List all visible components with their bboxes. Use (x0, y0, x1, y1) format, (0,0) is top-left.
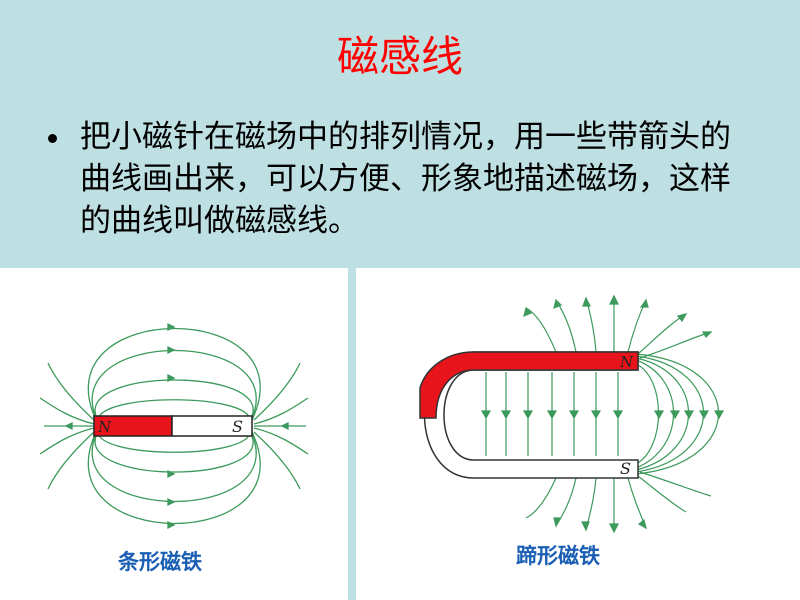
field-lines (39, 322, 309, 530)
bar-magnet-pole-s: S (232, 417, 243, 436)
bar-magnet-diagram: N S (39, 322, 309, 530)
page-title: 磁感线 (336, 32, 463, 81)
horseshoe-magnet-diagram: N S (419, 294, 725, 534)
bar-magnet-caption: 条形磁铁 (118, 550, 202, 574)
bar-magnet-figure: N S 条形磁铁 (0, 268, 348, 600)
horseshoe-pole-n: N (619, 353, 634, 371)
bullet-text: 把小磁针在磁场中的排列情况，用一些带箭头的曲线画出来，可以方便、形象地描述磁场，… (80, 119, 731, 239)
horseshoe-magnet-figure: N S 蹄形磁铁 (356, 268, 800, 600)
horseshoe-magnet-caption: 蹄形磁铁 (516, 544, 600, 568)
bar-magnet-s-half (171, 415, 253, 437)
horseshoe-pole-s: S (620, 459, 631, 478)
bullet-dot (48, 134, 57, 143)
horseshoe-n-arm (419, 351, 639, 419)
horseshoe-field-lines (480, 294, 725, 534)
bar-magnet-pole-n: N (97, 418, 112, 436)
